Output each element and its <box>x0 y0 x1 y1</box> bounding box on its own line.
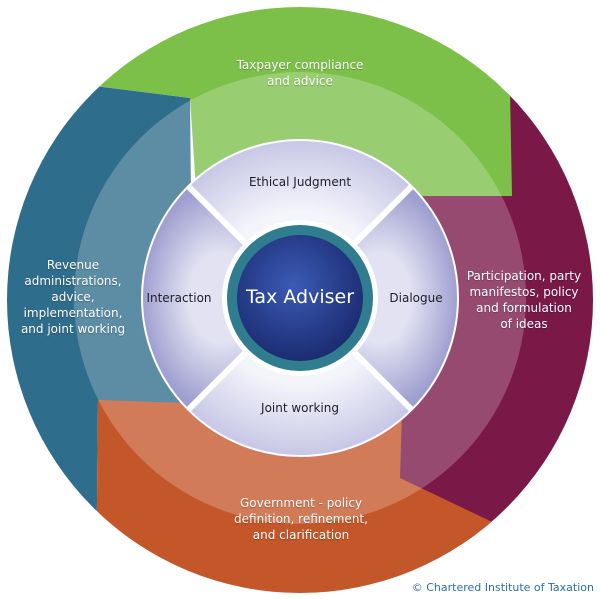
outer-label-right-line4: of ideas <box>500 317 548 331</box>
inner-label-bottom: Joint working <box>261 401 339 415</box>
center-disc <box>237 235 363 361</box>
outer-label-top-line2: and advice <box>267 74 333 88</box>
center-title: Tax Adviser <box>245 286 355 308</box>
outer-label-left-line2: administrations, <box>24 274 122 288</box>
inner-label-right: Dialogue <box>389 291 443 305</box>
outer-label-right-line2: manifestos, policy <box>469 285 579 299</box>
outer-label-left: Revenue administrations, advice, impleme… <box>8 257 138 337</box>
inner-segment-right <box>300 186 459 410</box>
outer-label-left-line3: advice, <box>51 290 95 304</box>
outer-segment-bottom <box>7 400 593 593</box>
outer-label-top: Taxpayer compliance and advice <box>210 57 390 89</box>
copyright-text: © Chartered Institute of Taxation <box>411 581 594 594</box>
outer-label-bottom-line2: definition, refinement, <box>234 512 368 526</box>
outer-label-bottom-line1: Government - policy <box>239 496 363 510</box>
outer-label-right-line1: Participation, party <box>466 269 582 283</box>
inner-label-left: Interaction <box>146 291 212 305</box>
outer-label-top-line1: Taxpayer compliance <box>236 58 364 72</box>
inner-ring-edge <box>141 139 459 457</box>
outer-segment-left <box>7 7 200 593</box>
inner-segment-left <box>141 186 300 410</box>
outer-label-bottom: Government - policy definition, refineme… <box>216 495 386 543</box>
outer-label-right: Participation, party manifestos, policy … <box>456 268 592 332</box>
outer-label-bottom-line3: and clarification <box>252 528 350 542</box>
outer-label-right-line3: and formulation <box>476 301 572 315</box>
inner-label-top: Ethical Judgment <box>248 175 352 189</box>
outer-label-left-line4: implementation, <box>23 306 123 320</box>
outer-label-left-line1: Revenue <box>46 258 100 272</box>
outer-label-left-line5: and joint working <box>20 322 126 336</box>
